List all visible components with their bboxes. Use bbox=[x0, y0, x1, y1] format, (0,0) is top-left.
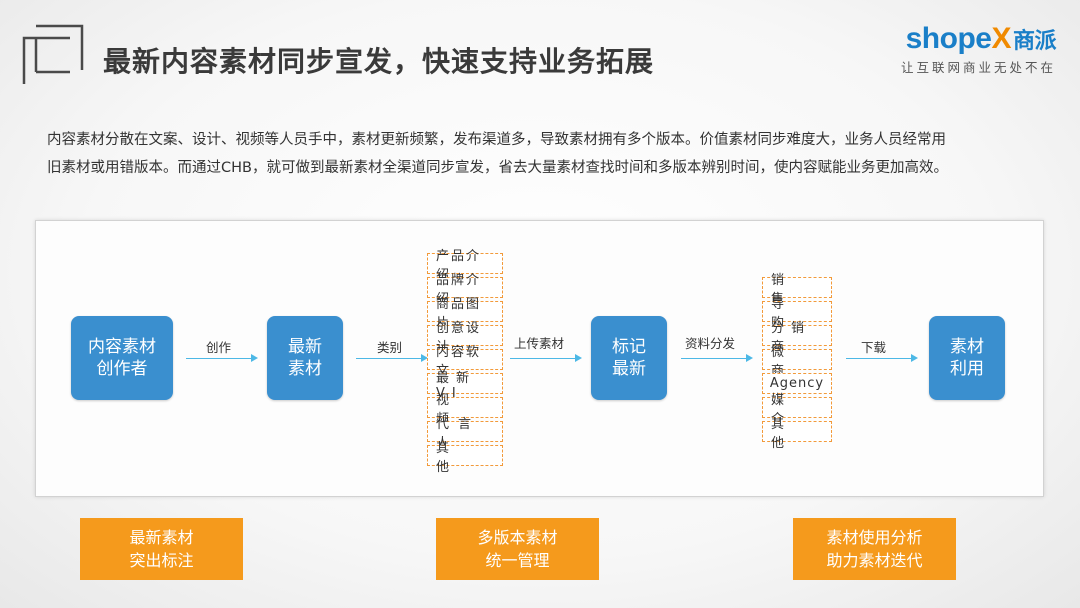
page-title: 最新内容素材同步宣发，快速支持业务拓展 bbox=[103, 45, 655, 78]
arrow-download bbox=[846, 353, 918, 362]
node-material-usage: 素材利用 bbox=[929, 316, 1005, 400]
benefit-box-latest-highlight: 最新素材 突出标注 bbox=[80, 518, 243, 580]
category-tag: 内容软文 bbox=[427, 345, 503, 379]
brand-tagline: 让互联网商业无处不在 bbox=[900, 60, 1056, 75]
category-tag: 最新VI bbox=[427, 371, 503, 401]
arrow-label-upload: 上传素材 bbox=[514, 336, 565, 351]
channel-tag: 微商 bbox=[762, 345, 832, 379]
benefit-line: 突出标注 bbox=[129, 551, 194, 570]
brand-name-cn: 商派 bbox=[1012, 28, 1057, 53]
arrow-upload bbox=[510, 353, 582, 362]
brand-name: shopeX商派 bbox=[896, 22, 1057, 56]
category-tag: 商品图片 bbox=[427, 297, 503, 331]
node-mark-latest: 标记最新 bbox=[591, 316, 667, 400]
node-label: 最新 bbox=[288, 337, 322, 357]
benefit-line: 多版本素材 bbox=[477, 528, 558, 547]
flow-diagram-panel: 内容素材创作者 最新素材 标记最新 素材利用 创作 类别 上传素材 资料分发 下… bbox=[35, 220, 1044, 497]
benefit-line: 统一管理 bbox=[485, 551, 550, 570]
arrow-category bbox=[356, 353, 428, 362]
node-label: 内容素材 bbox=[88, 337, 156, 357]
benefit-line: 素材使用分析 bbox=[826, 528, 923, 547]
node-label: 标记 bbox=[612, 337, 646, 357]
brand-name-x: X bbox=[991, 22, 1011, 55]
channel-tag: Agency bbox=[762, 373, 832, 394]
category-tag: 产品介绍 bbox=[427, 249, 503, 283]
corner-bracket-logo bbox=[22, 24, 84, 84]
arrow-label-create: 创作 bbox=[206, 340, 232, 355]
category-tag-label: 其他 bbox=[436, 440, 474, 475]
arrow-label-distribute: 资料分发 bbox=[685, 336, 736, 351]
category-tag: 视频 bbox=[427, 393, 503, 427]
benefit-box-version-management: 多版本素材 统一管理 bbox=[436, 518, 599, 580]
category-tag-label: 最新VI bbox=[436, 370, 477, 401]
category-tag: 创意设计 bbox=[427, 321, 503, 355]
channel-tag-label: 其他 bbox=[771, 416, 807, 451]
channel-tag: 分销商 bbox=[762, 321, 832, 355]
arrow-create bbox=[186, 353, 258, 362]
node-label: 素材 bbox=[288, 359, 322, 379]
category-tag: 其他 bbox=[427, 441, 503, 475]
intro-paragraph: 内容素材分散在文案、设计、视频等人员手中，素材更新频繁，发布渠道多，导致素材拥有… bbox=[47, 126, 1047, 182]
channel-tag: 其他 bbox=[762, 417, 832, 451]
node-label: 创作者 bbox=[96, 359, 148, 379]
node-latest-material: 最新素材 bbox=[267, 316, 343, 400]
arrow-label-download: 下载 bbox=[861, 340, 887, 355]
benefit-line: 最新素材 bbox=[129, 528, 194, 547]
arrow-label-category: 类别 bbox=[377, 340, 403, 355]
node-label: 最新 bbox=[612, 359, 646, 379]
arrow-distribute bbox=[681, 353, 753, 362]
channel-tag-label: Agency bbox=[769, 376, 825, 391]
node-label: 利用 bbox=[950, 359, 984, 379]
node-label: 素材 bbox=[950, 337, 984, 357]
benefit-line: 助力素材迭代 bbox=[826, 551, 923, 570]
channel-tag: 媒介 bbox=[762, 393, 832, 427]
benefit-box-usage-analysis: 素材使用分析 助力素材迭代 bbox=[793, 518, 956, 580]
brand-name-text: shope bbox=[905, 22, 992, 55]
channel-tag: 销售 bbox=[762, 273, 832, 307]
node-content-creator: 内容素材创作者 bbox=[71, 316, 173, 400]
intro-line-2: 旧素材或用错版本。而通过CHB，就可做到最新素材全渠道同步宣发，省去大量素材查找… bbox=[47, 160, 948, 176]
intro-line-1: 内容素材分散在文案、设计、视频等人员手中，素材更新频繁，发布渠道多，导致素材拥有… bbox=[47, 132, 946, 148]
brand-logo: shopeX商派 让互联网商业无处不在 bbox=[896, 22, 1057, 76]
